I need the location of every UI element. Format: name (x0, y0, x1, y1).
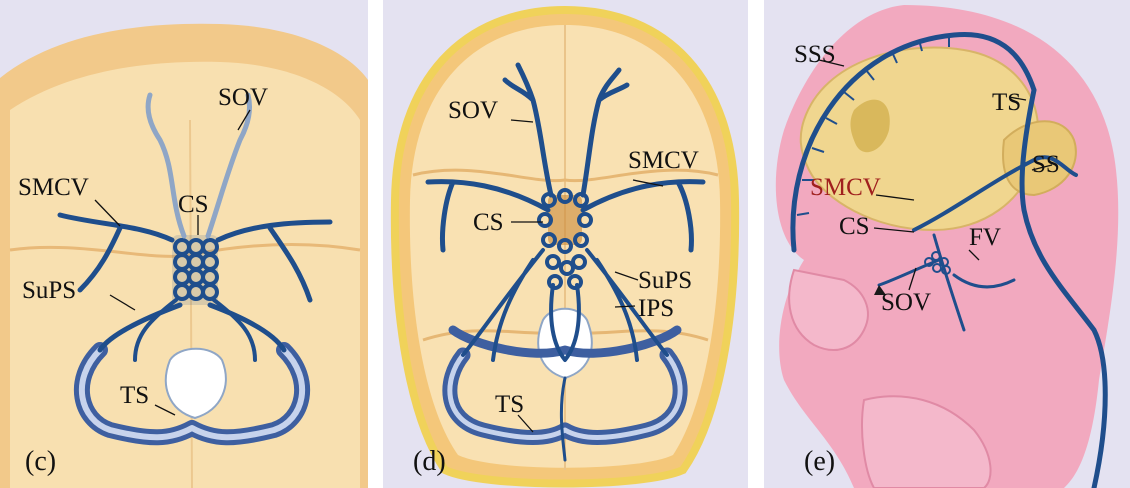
label-ips: IPS (638, 295, 674, 322)
label-ss: SS (1032, 151, 1060, 178)
label-cs: CS (839, 213, 870, 240)
panel-e-illustration: SSS TS SS SMCV CS FV SOV (e) (764, 0, 1130, 488)
label-sss: SSS (794, 41, 836, 68)
label-fv: FV (969, 224, 1001, 251)
label-sups: SuPS (22, 277, 76, 304)
label-smcv: SMCV (810, 174, 881, 201)
panel-letter-e: (e) (804, 446, 835, 477)
panel-letter-c: (c) (25, 446, 56, 477)
label-smcv: SMCV (18, 174, 89, 201)
label-sov: SOV (448, 97, 498, 124)
panel-d: SOV SMCV CS SuPS IPS TS (d) (383, 0, 748, 488)
label-ts: TS (992, 89, 1021, 116)
panel-c: SOV SMCV CS SuPS TS (c) (0, 0, 368, 488)
label-sups: SuPS (638, 267, 692, 294)
foramen-magnum (538, 309, 592, 378)
panel-e: SSS TS SS SMCV CS FV SOV (e) (764, 0, 1130, 488)
label-cs: CS (178, 191, 209, 218)
label-sov: SOV (881, 289, 931, 316)
label-ts: TS (120, 382, 149, 409)
label-ts: TS (495, 391, 524, 418)
panel-d-illustration: SOV SMCV CS SuPS IPS TS (d) (383, 0, 748, 488)
label-cs: CS (473, 209, 504, 236)
label-smcv: SMCV (628, 147, 699, 174)
cavernous-sinus (172, 235, 218, 305)
panel-c-illustration: SOV SMCV CS SuPS TS (c) (0, 0, 368, 488)
label-sov: SOV (218, 84, 268, 111)
panel-letter-d: (d) (413, 446, 446, 477)
